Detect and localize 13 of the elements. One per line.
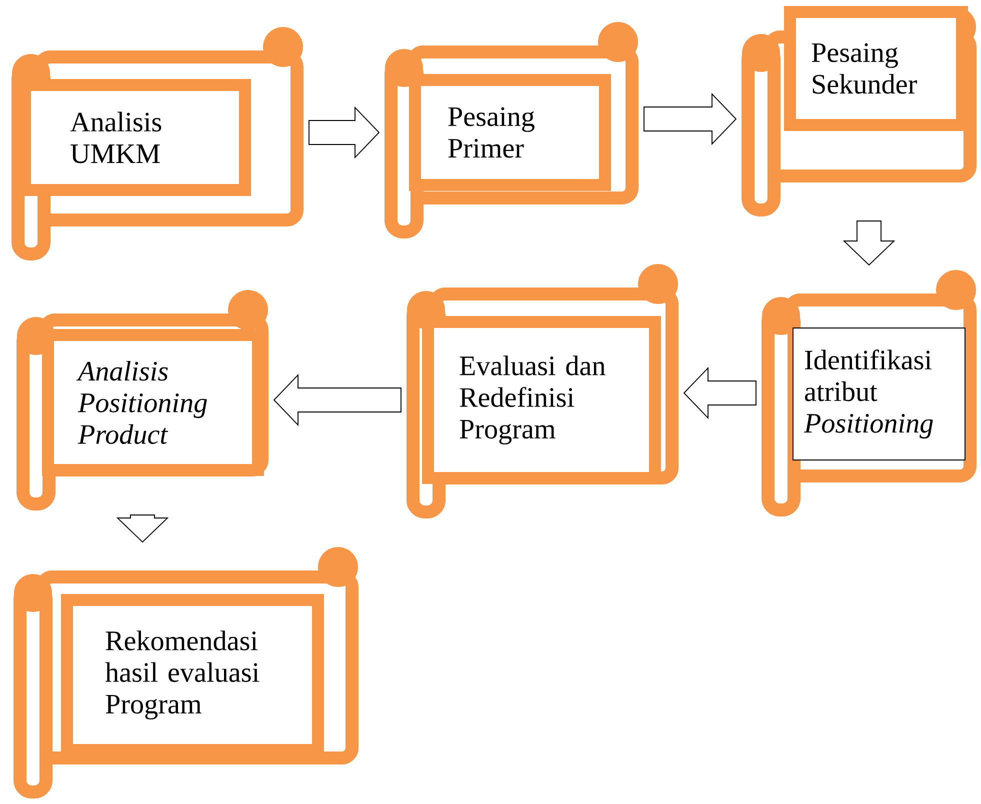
scroll-box: Rekomendasi hasil evaluasi Program (14, 547, 358, 798)
block-arrow (116, 514, 169, 543)
scroll-box: Evaluasi dan Redefinisi Program (406, 264, 678, 518)
scroll-box: Pesaing Sekunder (742, 6, 976, 216)
block-arrow (644, 92, 737, 146)
scroll-box: Analisis UMKM (12, 27, 304, 260)
block-arrow (308, 106, 380, 159)
block-arrow (273, 374, 402, 426)
scroll-box: Pesaing Primer (384, 22, 638, 238)
scroll-box: Analisis Positioning Product (16, 290, 268, 510)
block-arrow (683, 366, 756, 420)
scroll-box: Identifikasi atribut Positioning (762, 270, 976, 516)
block-arrow (842, 220, 896, 266)
